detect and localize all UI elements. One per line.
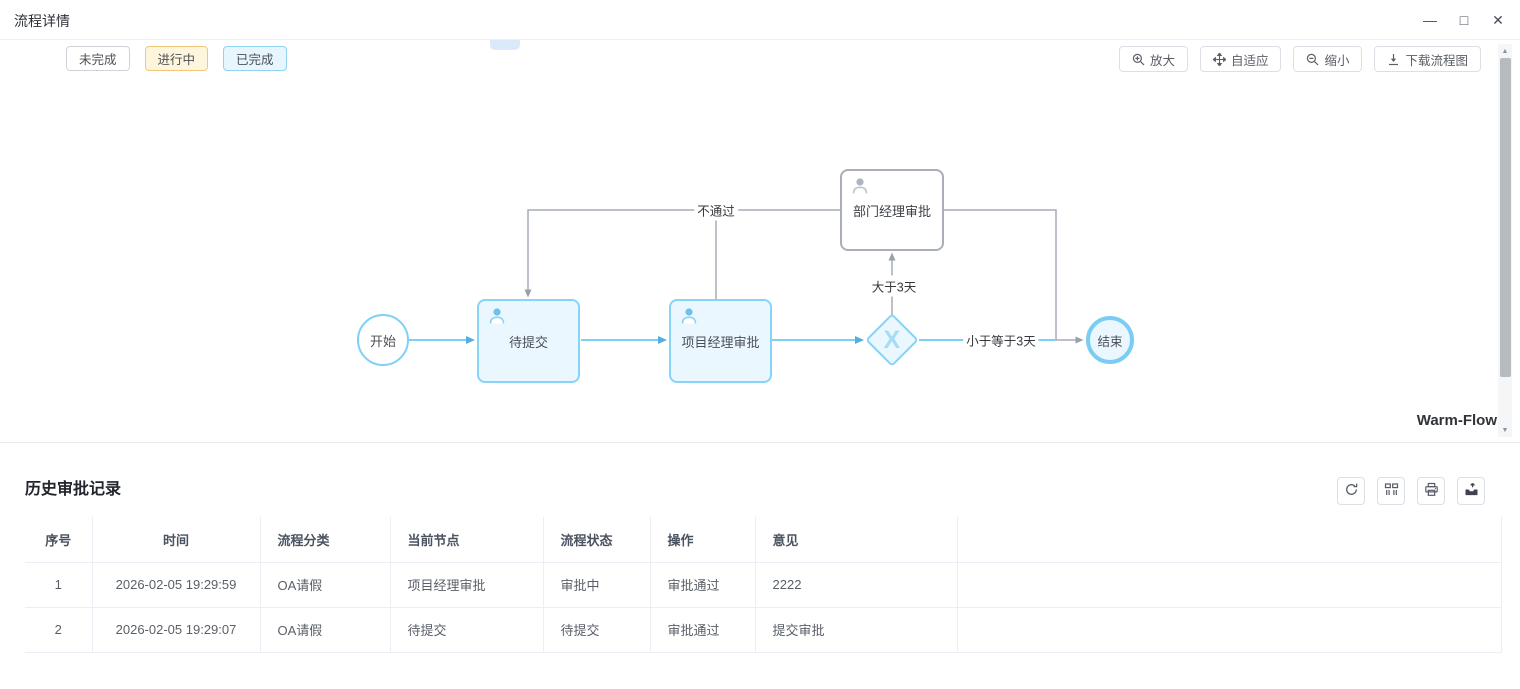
cell-category: OA请假 [260,607,391,653]
cell-opinion: 提交审批 [755,607,958,653]
cell-filler [957,562,1502,608]
exclusive-gateway-node[interactable]: X [865,313,919,367]
cell-status: 审批中 [543,562,651,608]
status-legend: 未完成 进行中 已完成 [66,46,287,71]
task-node-pending-submit[interactable]: 待提交 [477,299,580,383]
download-flowchart-label: 下载流程图 [1405,53,1468,68]
col-header-opinion: 意见 [755,517,958,563]
col-header-time: 时间 [92,517,261,563]
fit-view-label: 自适应 [1230,53,1269,68]
task-node-project-manager-approval[interactable]: 项目经理审批 [669,299,772,383]
cell-seq: 1 [25,562,93,608]
cell-opinion: 2222 [755,562,958,608]
minimize-button[interactable]: — [1418,8,1442,32]
refresh-button[interactable] [1337,477,1365,505]
table-actions [1337,477,1485,505]
user-icon [850,177,870,198]
task-label: 待提交 [508,334,548,350]
download-icon [1387,53,1400,66]
cell-time: 2026-02-05 19:29:07 [92,607,261,653]
start-node[interactable]: 开始 [357,314,409,366]
zoom-in-icon [1132,53,1145,66]
collapse-handle[interactable] [490,40,520,50]
col-header-filler [957,517,1502,563]
scrollbar-up-arrow[interactable]: ▲ [1501,47,1509,55]
col-header-category: 流程分类 [260,517,391,563]
refresh-icon [1344,482,1359,500]
col-header-operation: 操作 [650,517,756,563]
cell-current-node: 项目经理审批 [390,562,544,608]
fit-view-button[interactable]: 自适应 [1199,46,1282,72]
edge-label-lte3days: 小于等于3天 [963,329,1039,351]
end-node-label: 结束 [1097,334,1123,349]
task-label: 项目经理审批 [681,334,760,350]
window-title: 流程详情 [14,13,70,29]
diagram-toolbar: 放大 自适应 缩小 下载流程图 [1118,46,1481,72]
legend-completed: 已完成 [223,46,287,71]
diagram-scrollbar[interactable]: ▲ ▼ [1498,44,1512,437]
close-button[interactable]: ✕ [1486,8,1510,32]
col-header-status: 流程状态 [543,517,651,563]
export-button[interactable] [1457,477,1485,505]
cell-filler [957,607,1502,653]
table-row[interactable]: 1 2026-02-05 19:29:59 OA请假 项目经理审批 审批中 审批… [25,562,1502,608]
end-node[interactable]: 结束 [1086,316,1134,364]
user-icon [487,307,507,328]
history-table: 序号 时间 流程分类 当前节点 流程状态 操作 意见 1 2026-02-05 … [25,517,1502,653]
titlebar: 流程详情 — □ ✕ [0,0,1520,40]
table-header-row: 序号 时间 流程分类 当前节点 流程状态 操作 意见 [25,517,1502,563]
legend-in-progress: 进行中 [144,46,209,71]
col-header-seq: 序号 [25,517,93,563]
cell-operation: 审批通过 [650,607,756,653]
download-flowchart-button[interactable]: 下载流程图 [1374,46,1481,72]
export-icon [1464,482,1479,500]
table-row[interactable]: 2 2026-02-05 19:29:07 OA请假 待提交 待提交 审批通过 … [25,607,1502,653]
print-icon [1424,482,1439,500]
cell-status: 待提交 [543,607,651,653]
task-node-dept-manager-approval[interactable]: 部门经理审批 [840,169,944,251]
gateway-x-symbol: X [883,325,901,354]
task-label: 部门经理审批 [852,203,931,219]
edge-label-reject: 不通过 [694,199,738,221]
cell-seq: 2 [25,607,93,653]
column-settings-icon [1384,482,1399,500]
cell-time: 2026-02-05 19:29:59 [92,562,261,608]
window-controls: — □ ✕ [1418,8,1510,32]
print-button[interactable] [1417,477,1445,505]
history-section: 历史审批记录 序号 时间 [0,443,1520,689]
column-settings-button[interactable] [1377,477,1405,505]
fit-view-icon [1212,52,1226,66]
edge-label-gt3days: 大于3天 [868,275,920,297]
zoom-in-label: 放大 [1149,53,1175,68]
zoom-in-button[interactable]: 放大 [1118,46,1188,72]
zoom-out-button[interactable]: 缩小 [1293,46,1363,72]
cell-category: OA请假 [260,562,391,608]
scrollbar-down-arrow[interactable]: ▼ [1501,426,1509,434]
cell-current-node: 待提交 [390,607,544,653]
zoom-out-icon [1306,53,1319,66]
history-section-title: 历史审批记录 [25,481,122,498]
start-node-label: 开始 [369,333,396,349]
warm-flow-watermark: Warm-Flow [1416,412,1497,429]
scrollbar-thumb[interactable] [1499,58,1511,377]
maximize-button[interactable]: □ [1452,8,1476,32]
col-header-current-node: 当前节点 [390,517,544,563]
cell-operation: 审批通过 [650,562,756,608]
legend-pending: 未完成 [66,46,130,71]
zoom-out-label: 缩小 [1324,53,1350,68]
flow-diagram-panel: 未完成 进行中 已完成 放大 自适应 缩小 下载流程图 [0,40,1520,443]
user-icon [679,307,699,328]
